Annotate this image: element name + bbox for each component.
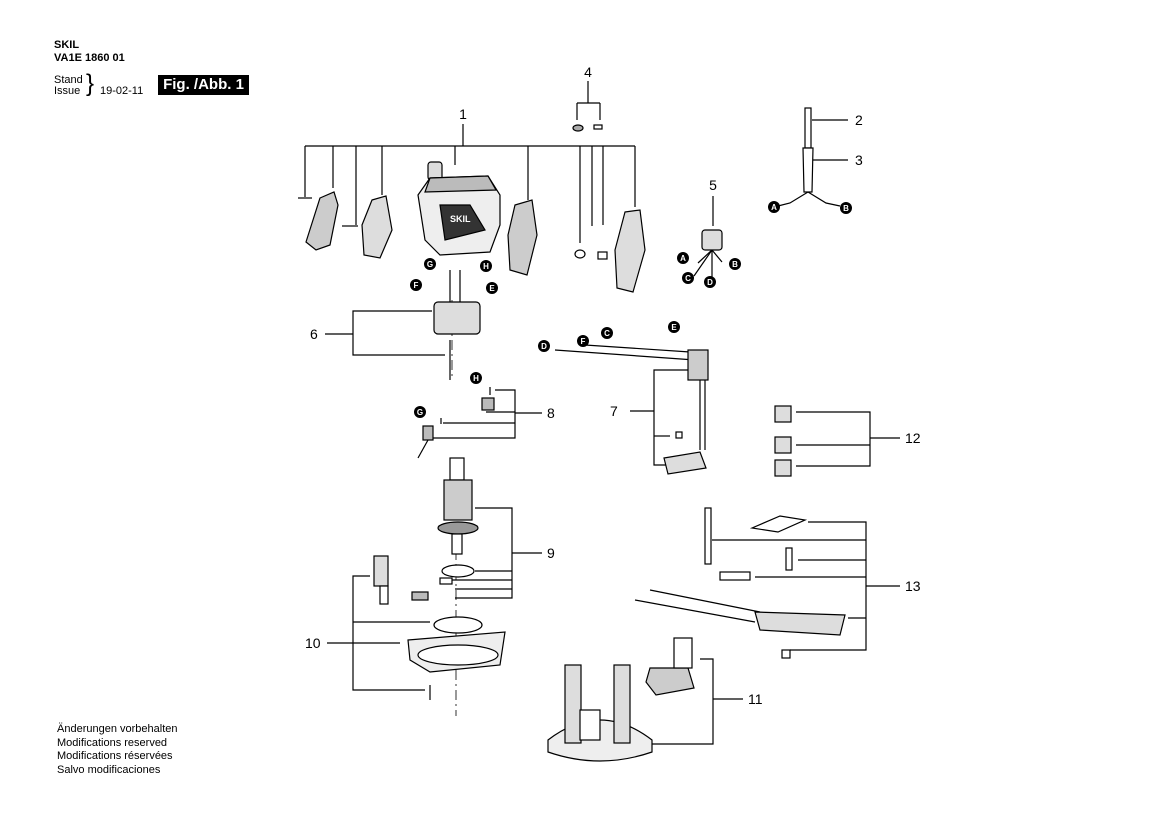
field-coil-drawing <box>433 270 481 380</box>
connector-e-rod: E <box>668 321 680 333</box>
depth-rod-drawing <box>554 344 709 475</box>
bushings-drawing <box>774 405 792 477</box>
connector-h-brush: H <box>470 372 482 384</box>
note-english: Modifications reserved <box>57 736 168 749</box>
svg-text:F: F <box>414 281 419 290</box>
connector-c-rod: C <box>601 327 613 339</box>
part-number-labels: 1 2 3 4 5 6 7 8 9 10 11 12 13 <box>305 64 921 707</box>
handle-parts-drawing <box>298 124 646 293</box>
svg-text:E: E <box>671 323 677 332</box>
part-number-13: 13 <box>905 578 921 594</box>
modification-notes: Änderungen vorbehalten Modifications res… <box>57 723 177 777</box>
svg-text:A: A <box>771 203 777 212</box>
part-number-2: 2 <box>855 112 863 128</box>
brace-glyph: } <box>86 70 95 97</box>
connector-b-switch: B <box>729 258 741 270</box>
svg-text:B: B <box>843 204 849 213</box>
connector-f-rod: F <box>577 335 589 347</box>
connector-e-coil: E <box>486 282 498 294</box>
stand-label: Stand <box>54 74 83 86</box>
part-number-8: 8 <box>547 405 555 421</box>
note-german: Änderungen vorbehalten <box>57 723 178 735</box>
armature-drawing <box>411 457 479 601</box>
connector-a-cable: A <box>768 201 780 213</box>
switch-drawing <box>693 229 723 278</box>
issue-date: 19-02-11 <box>100 85 144 97</box>
part-number-11: 11 <box>748 691 763 707</box>
model-number: VA1E 1860 01 <box>54 52 125 64</box>
svg-text:SKIL: SKIL <box>450 214 471 224</box>
part-number-5: 5 <box>709 177 717 193</box>
connector-f-coil: F <box>410 279 422 291</box>
svg-text:A: A <box>680 254 686 263</box>
connector-c-switch: C <box>682 272 694 284</box>
connector-d-switch: D <box>704 276 716 288</box>
brush-holders-drawing <box>417 387 495 459</box>
svg-text:G: G <box>427 260 433 269</box>
part-number-3: 3 <box>855 152 863 168</box>
svg-text:E: E <box>489 284 495 293</box>
svg-text:B: B <box>732 260 738 269</box>
brand-name: SKIL <box>54 39 80 51</box>
note-french: Modifications réservées <box>57 750 173 762</box>
svg-text:D: D <box>541 342 547 351</box>
parallel-guide-drawing <box>634 507 846 659</box>
cable-drawing <box>777 107 841 207</box>
svg-text:G: G <box>417 408 423 417</box>
motor-housing-drawing: SKIL <box>417 161 501 256</box>
part-number-9: 9 <box>547 545 555 561</box>
connector-h-coil: H <box>480 260 492 272</box>
svg-text:H: H <box>483 262 489 271</box>
svg-text:F: F <box>581 337 586 346</box>
part-number-1: 1 <box>459 106 467 122</box>
svg-text:D: D <box>707 278 713 287</box>
connector-d-rod: D <box>538 340 550 352</box>
figure-label: Fig. /Abb. 1 <box>158 75 249 95</box>
connector-a-switch: A <box>677 252 689 264</box>
connector-g-brush: G <box>414 406 426 418</box>
part-number-10: 10 <box>305 635 321 651</box>
part-number-12: 12 <box>905 430 921 446</box>
base-motor-drawing <box>373 555 506 700</box>
svg-text:C: C <box>685 274 691 283</box>
part-number-6: 6 <box>310 326 318 342</box>
plunge-base-drawing <box>547 637 695 762</box>
connector-g-coil: G <box>424 258 436 270</box>
part-number-4: 4 <box>584 64 592 80</box>
svg-text:C: C <box>604 329 610 338</box>
connector-b-cable: B <box>840 202 852 214</box>
svg-text:H: H <box>473 374 479 383</box>
issue-label: Issue <box>54 85 81 97</box>
note-spanish: Salvo modificaciones <box>57 763 161 776</box>
part-number-7: 7 <box>610 403 618 419</box>
connector-markers: A B A B C D C E F D G H F E H G <box>410 201 852 418</box>
